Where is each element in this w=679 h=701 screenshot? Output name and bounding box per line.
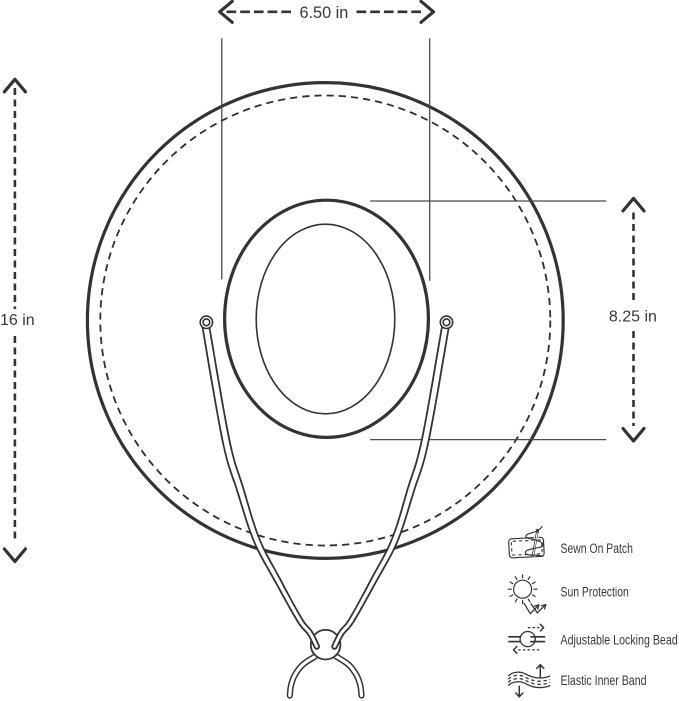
svg-text:Elastic Inner Band: Elastic Inner Band [561, 673, 647, 688]
svg-text:16 in: 16 in [0, 312, 35, 329]
svg-text:6.50 in: 6.50 in [299, 4, 348, 22]
svg-text:Sun Protection: Sun Protection [561, 585, 629, 600]
svg-text:Adjustable Locking Bead: Adjustable Locking Bead [561, 633, 678, 648]
svg-text:Sewn On Patch: Sewn On Patch [561, 541, 633, 556]
svg-text:8.25 in: 8.25 in [609, 309, 657, 326]
